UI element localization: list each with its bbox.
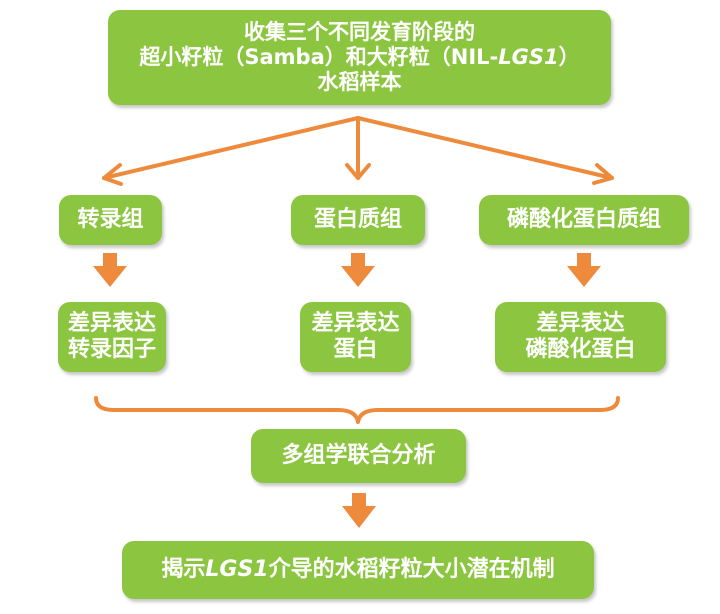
arrowhead-proteome xyxy=(345,163,371,180)
proteome-label: 蛋白质组 xyxy=(313,207,402,233)
conclusion-gene-name: LGS1 xyxy=(205,557,269,583)
conclusion-pre: 揭示 xyxy=(161,557,206,583)
de-phospho-line-1: 差异表达 xyxy=(536,311,625,337)
conclusion-post: 介导的水稻籽粒大小潜在机制 xyxy=(268,557,555,583)
sample-collection-box: 收集三个不同发育阶段的 超小籽粒（Samba）和大籽粒（NIL-LGS1） 水稻… xyxy=(108,10,611,105)
arrow-top-to-transcriptome xyxy=(102,116,360,180)
sample-line-2: 超小籽粒（Samba）和大籽粒（NIL-LGS1） xyxy=(139,45,579,70)
sample-line-2-pre: 超小籽粒（Samba）和大籽粒（NIL- xyxy=(139,45,499,70)
sample-line-1: 收集三个不同发育阶段的 xyxy=(244,20,475,45)
transcriptome-box: 转录组 xyxy=(59,195,162,245)
sample-gene-name: LGS1 xyxy=(498,45,559,70)
phosphoproteome-box: 磷酸化蛋白质组 xyxy=(479,195,689,245)
phosphoproteome-label: 磷酸化蛋白质组 xyxy=(506,207,661,233)
conclusion-box: 揭示LGS1介导的水稻籽粒大小潜在机制 xyxy=(122,541,594,599)
de-protein-line-1: 差异表达 xyxy=(311,311,400,337)
block-arrow-transcriptome xyxy=(93,253,127,287)
de-phospho-line-2: 磷酸化蛋白 xyxy=(525,337,636,362)
de-phosphoproteins-box: 差异表达 磷酸化蛋白 xyxy=(495,302,666,372)
de-tf-line-1: 差异表达 xyxy=(67,311,156,337)
block-arrow-phosphoproteome xyxy=(567,253,601,287)
block-arrow-proteome xyxy=(341,253,375,287)
merge-brace xyxy=(94,396,620,424)
transcriptome-label: 转录组 xyxy=(77,207,144,233)
conclusion-text: 揭示LGS1介导的水稻籽粒大小潜在机制 xyxy=(161,557,554,583)
arrowhead-phosphoproteome xyxy=(592,163,614,185)
block-arrow-integration xyxy=(342,493,376,528)
multiomics-integration-box: 多组学联合分析 xyxy=(251,429,466,483)
de-protein-line-2: 蛋白 xyxy=(333,337,378,362)
arrowhead-transcriptome xyxy=(102,163,123,186)
de-proteins-box: 差异表达 蛋白 xyxy=(300,302,411,372)
integration-label: 多组学联合分析 xyxy=(281,443,436,469)
de-transcription-factors-box: 差异表达 转录因子 xyxy=(58,302,166,372)
de-tf-line-2: 转录因子 xyxy=(67,337,156,362)
proteome-box: 蛋白质组 xyxy=(291,195,425,245)
sample-line-2-post: ） xyxy=(558,45,580,70)
sample-line-3: 水稻样本 xyxy=(317,69,402,94)
arrow-top-to-phosphoproteome xyxy=(356,116,614,180)
